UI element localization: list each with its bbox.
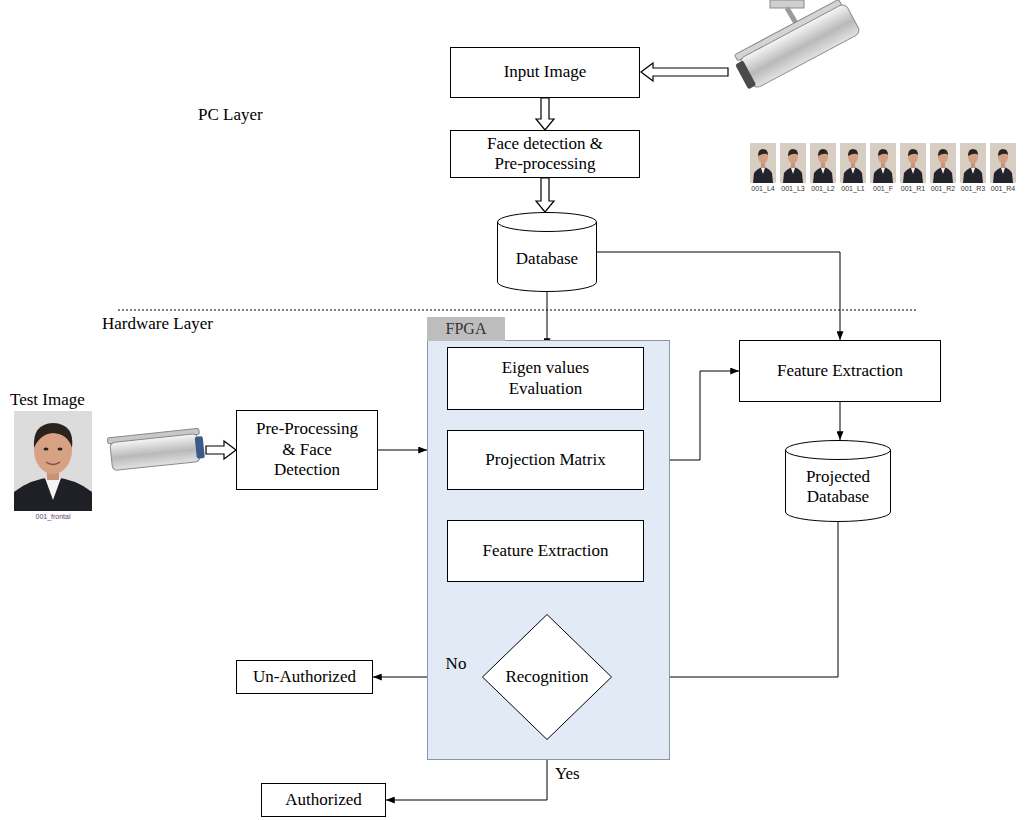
hollow-arrow bbox=[536, 178, 554, 212]
flow-arrow bbox=[597, 252, 840, 340]
face-thumbnail bbox=[870, 143, 896, 183]
node-label: Projection Matrix bbox=[485, 450, 605, 470]
face-thumbnail bbox=[930, 143, 956, 183]
flow-arrow bbox=[547, 292, 548, 347]
process-box: Projection Matrix bbox=[447, 430, 644, 490]
layer-divider bbox=[118, 310, 918, 311]
face-thumbnail bbox=[960, 143, 986, 183]
photo-ground bbox=[14, 411, 92, 511]
fpga-panel: FPGAEigen values EvaluationProjection Ma… bbox=[427, 340, 670, 760]
image-caption: Test Image bbox=[10, 390, 85, 410]
process-box: Face detection & Pre-processing bbox=[450, 130, 640, 178]
camera-lens bbox=[735, 60, 756, 89]
flow-arrow bbox=[840, 402, 841, 440]
file-name: 001_L3 bbox=[781, 185, 804, 193]
cylinder-body bbox=[498, 213, 597, 292]
file-name: 001_L4 bbox=[751, 185, 774, 193]
camera-housing bbox=[110, 434, 200, 471]
camera-housing bbox=[739, 3, 861, 89]
process-box: Feature Extraction bbox=[447, 520, 644, 582]
photo-hair bbox=[34, 423, 73, 448]
camera-body bbox=[731, 0, 861, 92]
decision-diamond: Recognition bbox=[482, 614, 612, 740]
node-label: Database bbox=[516, 249, 578, 269]
file-name: 001_F bbox=[873, 185, 893, 193]
photo-eye bbox=[58, 448, 63, 451]
connectors bbox=[373, 98, 840, 800]
node-label: Face detection & Pre-processing bbox=[481, 134, 609, 175]
hollow-arrow bbox=[206, 441, 236, 459]
node-label: Un-Authorized bbox=[253, 667, 356, 687]
file-name: 001_L1 bbox=[841, 185, 864, 193]
camera-mount bbox=[770, 0, 804, 8]
node-label: Projected Database bbox=[793, 467, 883, 508]
file-name: 001_R1 bbox=[901, 185, 926, 193]
edge-label: No bbox=[446, 654, 467, 674]
node-label: Feature Extraction bbox=[777, 361, 903, 381]
node-label: Pre-Processing & Face Detection bbox=[252, 419, 362, 480]
face-thumbnail bbox=[840, 143, 866, 183]
photo-suit bbox=[14, 477, 92, 511]
node-label: Input Image bbox=[504, 62, 587, 82]
process-box: Pre-Processing & Face Detection bbox=[236, 410, 378, 490]
test-photo bbox=[14, 411, 92, 511]
flow-arrow bbox=[378, 450, 427, 451]
panel-title: FPGA bbox=[427, 317, 505, 341]
file-name: 001_R4 bbox=[991, 185, 1016, 193]
face-thumbnail bbox=[780, 143, 806, 183]
face-thumbnail bbox=[990, 143, 1016, 183]
photo-eye bbox=[44, 448, 49, 451]
layer-label: PC Layer bbox=[198, 105, 263, 125]
face-thumbnail bbox=[750, 143, 776, 183]
photo-shirt bbox=[45, 478, 61, 500]
test-camera bbox=[107, 428, 205, 471]
edge-label: Yes bbox=[555, 764, 580, 784]
photo-mouth bbox=[46, 462, 60, 465]
diamond-shape bbox=[483, 615, 612, 740]
cylinder-body bbox=[786, 441, 891, 522]
result-box: Un-Authorized bbox=[236, 660, 373, 694]
hollow-arrow bbox=[641, 63, 728, 81]
face-thumbnail bbox=[810, 143, 836, 183]
layer-label: Hardware Layer bbox=[102, 314, 213, 334]
file-name: 001_R3 bbox=[961, 185, 986, 193]
node-label: Feature Extraction bbox=[482, 541, 608, 561]
node-label: Recognition bbox=[505, 667, 588, 687]
cylinder-rim bbox=[498, 222, 597, 232]
node-label: Eigen values Evaluation bbox=[486, 358, 605, 399]
process-box: Input Image bbox=[450, 47, 640, 98]
surveillance-camera bbox=[731, 0, 861, 92]
node-label: Authorized bbox=[285, 790, 361, 810]
hollow-arrow bbox=[536, 98, 554, 130]
face-thumbnail bbox=[900, 143, 926, 183]
result-box: Authorized bbox=[261, 783, 386, 817]
cylinder-rim bbox=[786, 450, 891, 460]
process-box: Feature Extraction bbox=[739, 340, 941, 402]
file-name: 001_L2 bbox=[811, 185, 834, 193]
camera-lens bbox=[195, 436, 205, 459]
file-name: 001_R2 bbox=[931, 185, 956, 193]
file-name: 001_frontal bbox=[35, 513, 70, 521]
process-box: Eigen values Evaluation bbox=[447, 347, 644, 410]
database-cylinder: Database bbox=[497, 212, 597, 292]
database-cylinder: Projected Database bbox=[785, 440, 891, 522]
thumbnail-strip bbox=[750, 143, 1016, 183]
